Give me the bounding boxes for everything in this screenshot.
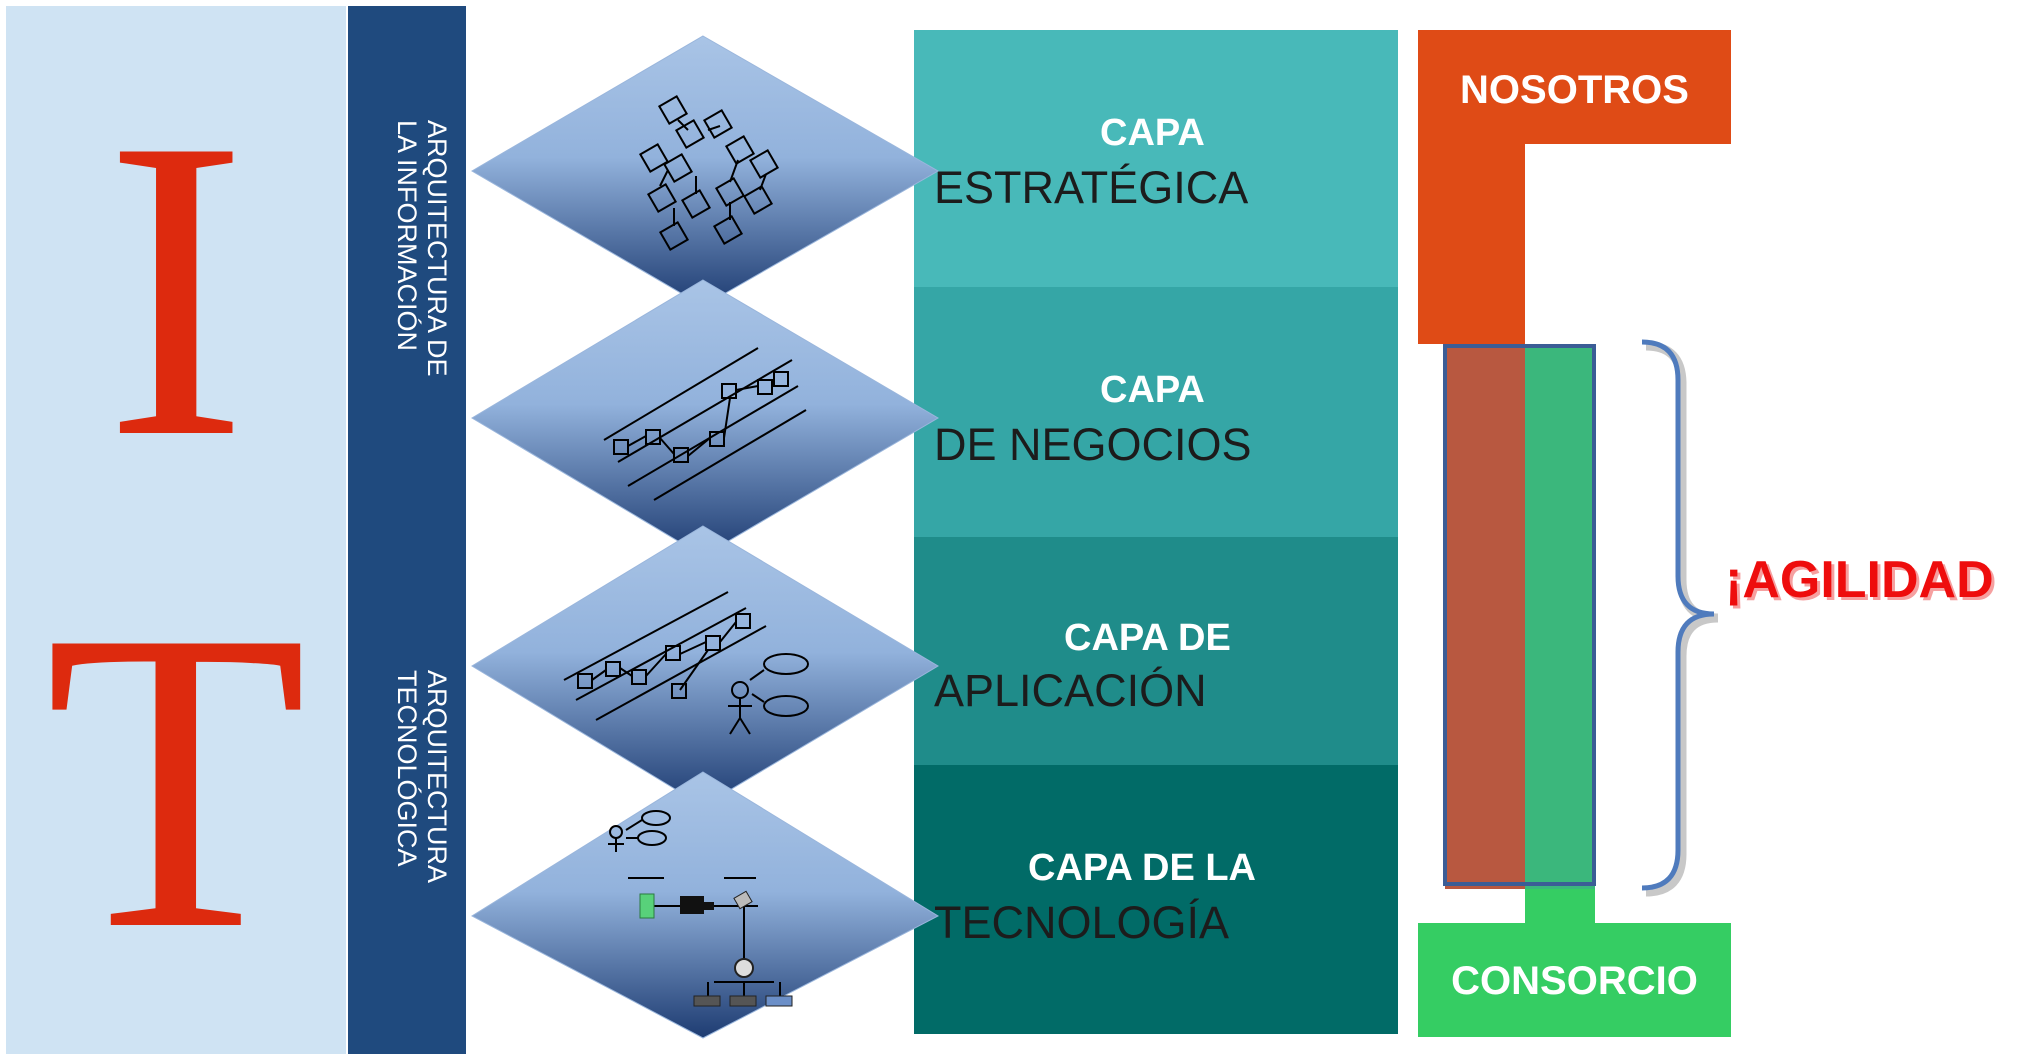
information-architecture-text: ARQUITECTURA DE LA INFORMACIÓN xyxy=(392,120,452,377)
layer-title: CAPA DE LA xyxy=(1028,847,1256,889)
layer-strategic: CAPA ESTRATÉGICA xyxy=(914,30,1398,287)
consorcio-box: CONSORCIO xyxy=(1418,923,1731,1037)
layer-title: CAPA xyxy=(1100,112,1205,154)
layer-diamonds xyxy=(470,35,940,1039)
layer-subtitle: TECNOLOGÍA xyxy=(934,897,1230,948)
application-flow-icon xyxy=(471,525,939,807)
architecture-bar xyxy=(348,6,466,1054)
nosotros-label: NOSOTROS xyxy=(1460,68,1689,112)
curly-brace-icon xyxy=(1641,339,1719,897)
consorcio-overlap-bar xyxy=(1525,344,1595,889)
org-chart-icon xyxy=(471,35,940,307)
network-infrastructure-icon xyxy=(470,771,940,1039)
layer-technology: CAPA DE LA TECNOLOGÍA xyxy=(914,765,1398,1034)
technology-architecture-text: ARQUITECTURA TECNOLÓGICA xyxy=(392,670,452,882)
letter-i: I xyxy=(104,51,248,527)
agility-label: ¡AGILIDAD xyxy=(1725,551,1994,609)
overlap-outline xyxy=(1443,344,1596,886)
information-architecture-label: ARQUITECTURA DE LA INFORMACIÓN xyxy=(372,120,452,400)
nosotros-box: NOSOTROS xyxy=(1418,30,1731,144)
layer-application: CAPA DE APLICACIÓN xyxy=(914,537,1398,765)
nosotros-stem xyxy=(1418,144,1525,344)
layer-title: CAPA DE xyxy=(1064,617,1231,659)
layer-title: CAPA xyxy=(1100,369,1205,411)
layer-business: CAPA DE NEGOCIOS xyxy=(914,287,1398,537)
layer-column: CAPA ESTRATÉGICA CAPA DE NEGOCIOS CAPA D… xyxy=(914,30,1398,1034)
letter-t: T xyxy=(44,543,308,1019)
consorcio-stem xyxy=(1525,889,1595,923)
technology-architecture-label: ARQUITECTURA TECNOLÓGICA xyxy=(372,670,452,920)
layer-subtitle: DE NEGOCIOS xyxy=(934,419,1252,470)
it-panel: I T xyxy=(6,6,346,1054)
layer-subtitle: APLICACIÓN xyxy=(934,665,1207,716)
business-process-icon xyxy=(471,279,939,557)
layer-subtitle: ESTRATÉGICA xyxy=(934,162,1249,213)
consorcio-label: CONSORCIO xyxy=(1451,959,1698,1003)
nosotros-overlap-bar xyxy=(1445,344,1525,889)
